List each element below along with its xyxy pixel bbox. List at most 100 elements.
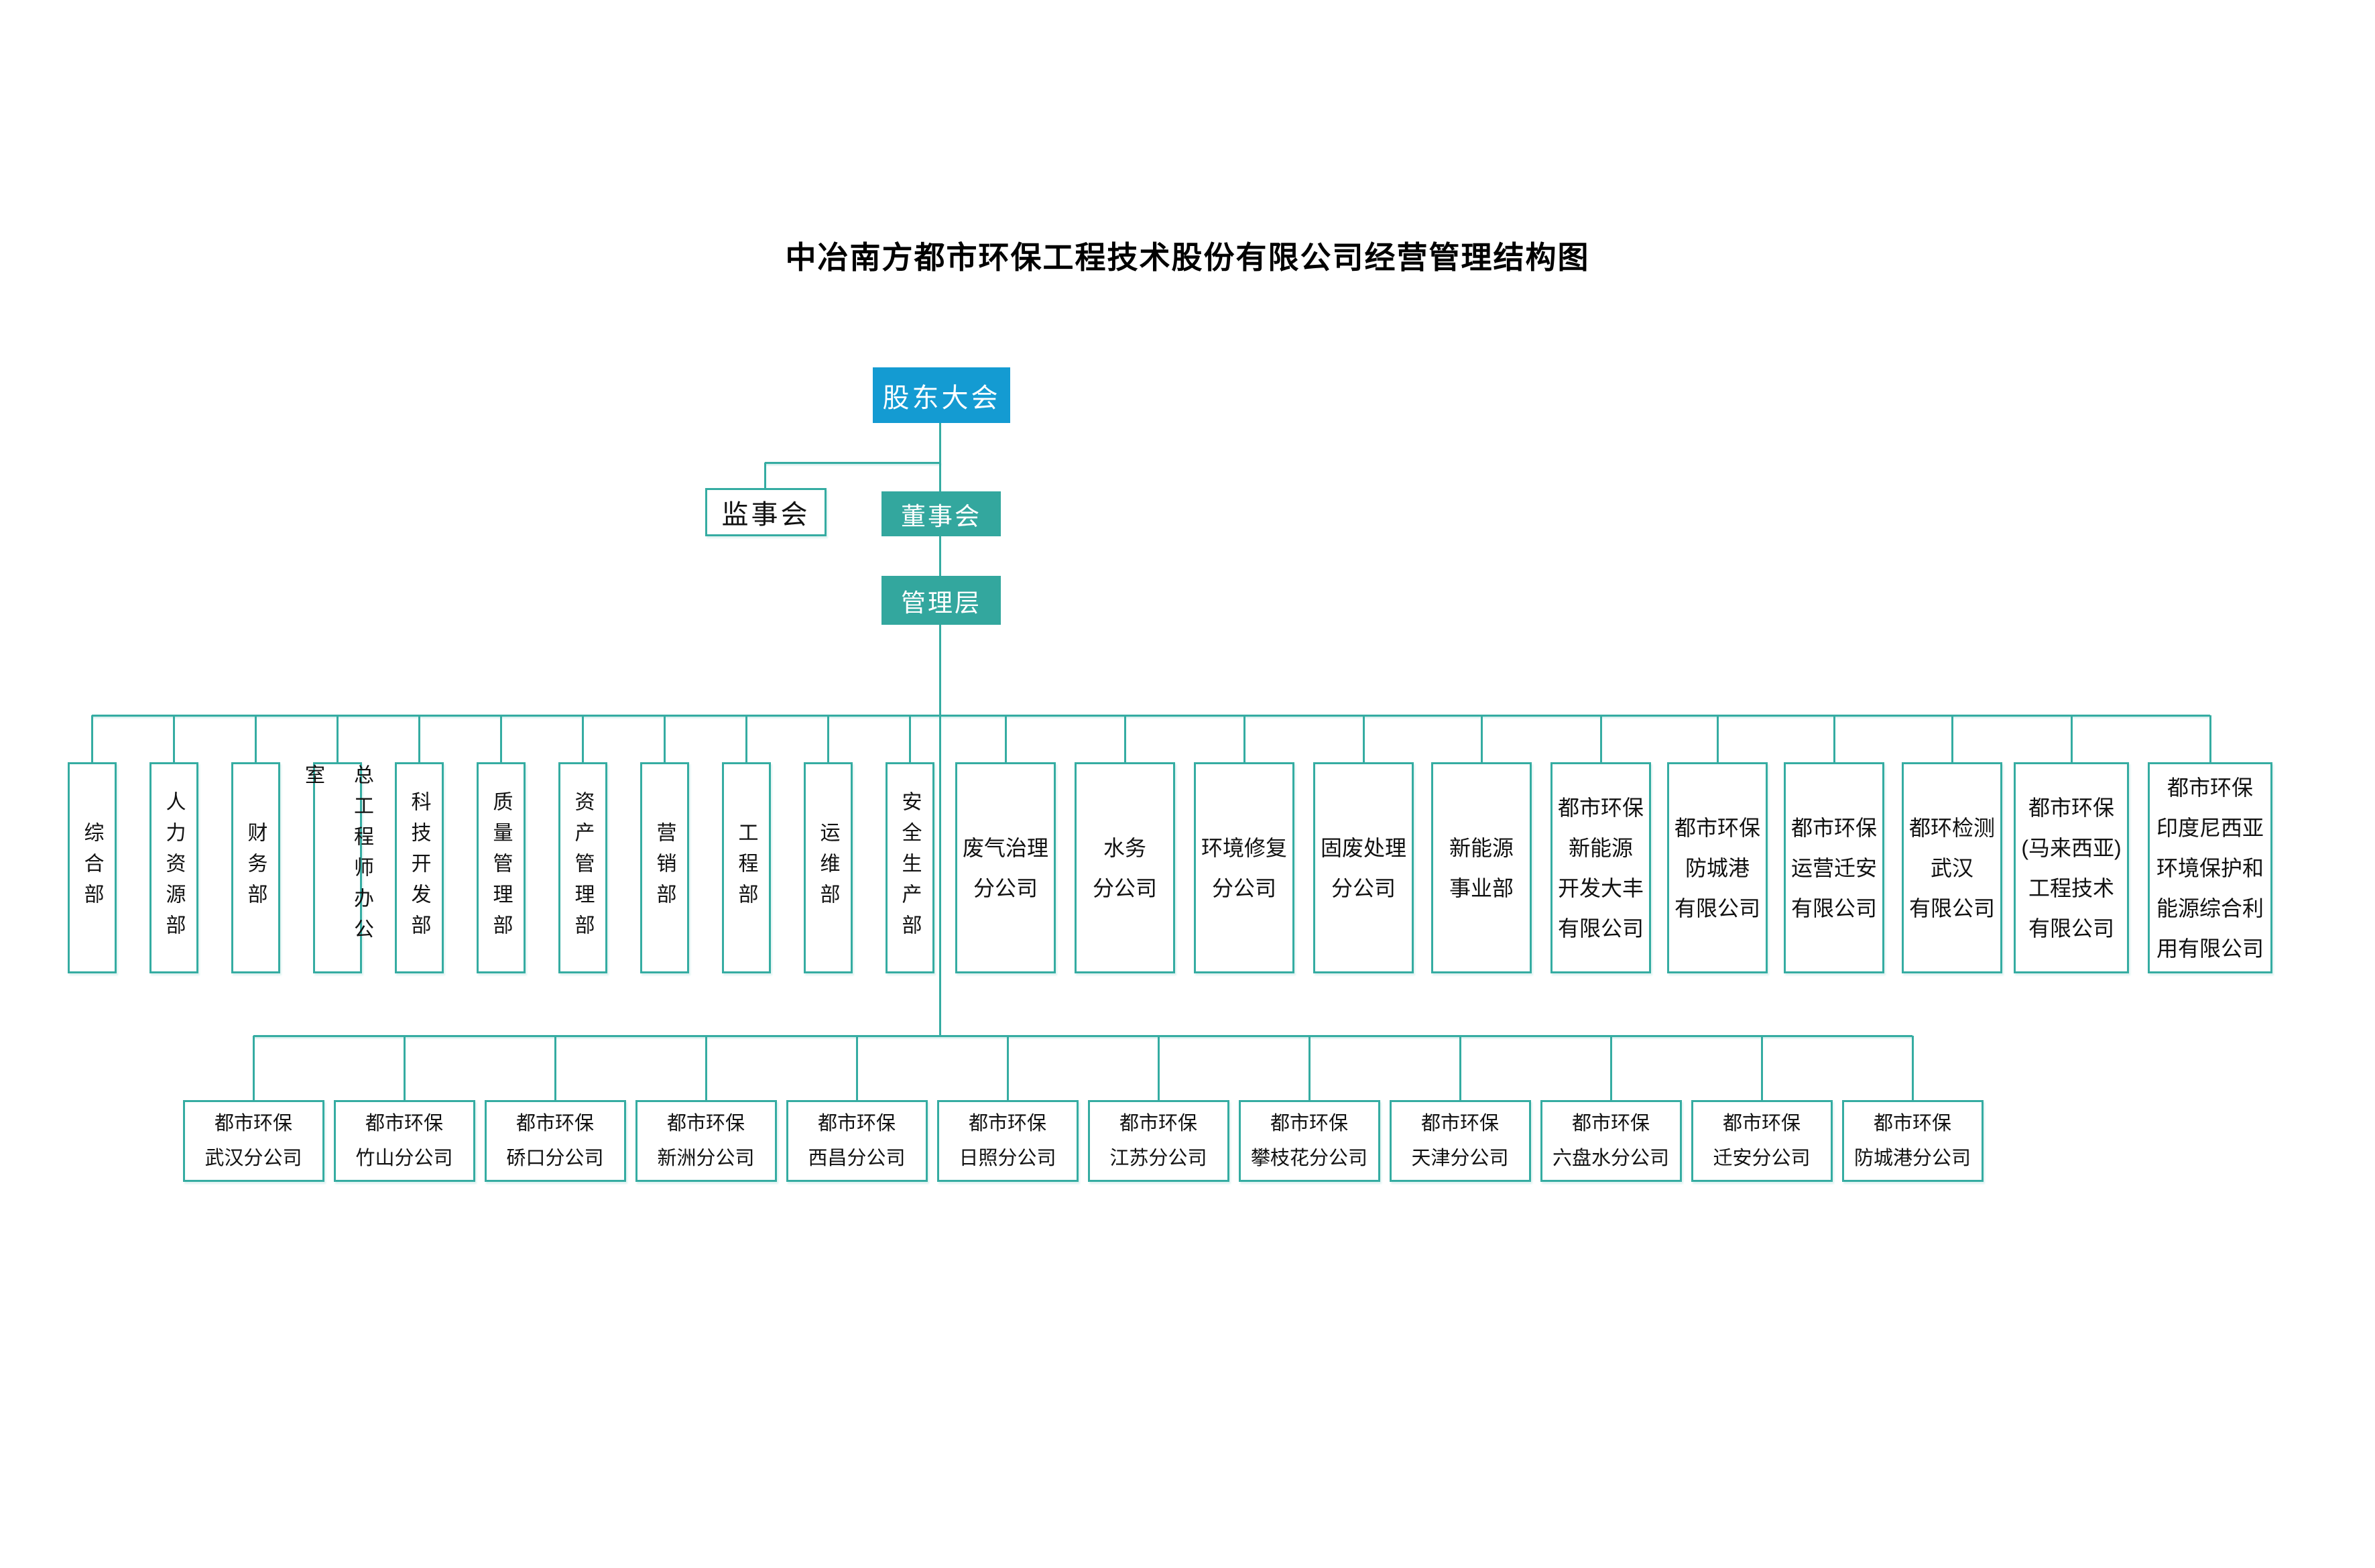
branch-box: 都市环保武汉分公司	[182, 1100, 324, 1182]
branch-label-line: 都市环保	[1270, 1113, 1348, 1134]
subsidiary-label: 废气治理分公司	[963, 828, 1048, 908]
department-box: 科技开发部	[394, 762, 444, 973]
subsidiary-label-line: 固废处理	[1320, 835, 1406, 860]
branch-label: 都市环保六盘水分公司	[1552, 1106, 1669, 1176]
department-label: 人力资源部	[162, 790, 185, 945]
branch-label-line: 都市环保	[1722, 1113, 1801, 1134]
subsidiary-label-line: 有限公司	[1790, 896, 1877, 920]
connector-department-drop	[663, 715, 666, 762]
branch-label: 都市环保天津分公司	[1411, 1106, 1508, 1176]
subsidiary-label-line: 用有限公司	[2156, 936, 2264, 961]
connector-board-to-management	[938, 536, 941, 576]
subsidiary-label-line: 有限公司	[1674, 896, 1760, 920]
connector-shareholders-to-board	[938, 423, 941, 491]
branch-label-line: 都市环保	[666, 1113, 745, 1134]
subsidiary-label-line: 都市环保	[1557, 795, 1644, 820]
branch-label: 都市环保西昌分公司	[808, 1106, 905, 1176]
branch-label-line: 迁安分公司	[1713, 1148, 1811, 1169]
subsidiary-label-line: 能源综合利	[2156, 896, 2264, 920]
department-box: 工程部	[721, 762, 771, 973]
chart-title: 中冶南方都市环保工程技术股份有限公司经营管理结构图	[785, 240, 1590, 275]
subsidiary-label-line: 都市环保	[1674, 815, 1760, 840]
department-box: 安全生产部	[885, 762, 934, 973]
subsidiary-label: 都市环保(马来西亚)工程技术有限公司	[2021, 788, 2121, 949]
subsidiary-label-line: 都市环保	[1790, 815, 1877, 840]
branch-label: 都市环保攀枝花分公司	[1251, 1106, 1367, 1176]
subsidiary-label-line: 印度尼西亚	[2156, 815, 2264, 840]
subsidiary-label-line: (马来西亚)	[2021, 835, 2122, 860]
department-box: 综合部	[67, 762, 117, 973]
subsidiary-label-line: 都市环保	[2028, 795, 2114, 820]
connector-department-drop	[827, 715, 829, 762]
subsidiary-label: 都环检测武汉有限公司	[1909, 808, 1995, 928]
branch-label-line: 都市环保	[1119, 1113, 1197, 1134]
branch-label-line: 西昌分公司	[808, 1148, 906, 1169]
subsidiary-label-line: 武汉	[1930, 855, 1973, 880]
branch-label-line: 江苏分公司	[1109, 1148, 1207, 1169]
branch-label-line: 防城港分公司	[1853, 1148, 1971, 1169]
department-box: 质量管理部	[476, 762, 526, 973]
connector-lower-rail	[253, 1034, 1912, 1037]
connector-department-drop	[745, 715, 747, 762]
subsidiary-box: 废气治理分公司	[955, 762, 1056, 973]
branch-label-line: 硚口分公司	[506, 1148, 604, 1169]
connector-branch-drop	[1006, 1036, 1009, 1100]
branch-label-line: 都市环保	[515, 1113, 594, 1134]
subsidiary-box: 都市环保(马来西亚)工程技术有限公司	[2014, 762, 2129, 973]
branch-label-line: 新洲分公司	[657, 1148, 755, 1169]
subsidiary-label-line: 分公司	[1331, 876, 1396, 900]
department-label: 科技开发部	[408, 790, 430, 945]
branch-box: 都市环保攀枝花分公司	[1238, 1100, 1380, 1182]
subsidiary-label-line: 环境修复	[1201, 835, 1287, 860]
management-layer-node: 管理层	[881, 576, 1001, 625]
connector-subsidiary-drop	[1243, 715, 1245, 762]
branch-box: 都市环保西昌分公司	[786, 1100, 928, 1182]
department-label: 安全生产部	[898, 790, 921, 945]
connector-subsidiary-drop	[1951, 715, 1953, 762]
connector-branch-drop	[855, 1036, 858, 1100]
branch-label: 都市环保硚口分公司	[506, 1106, 603, 1176]
subsidiary-label-line: 新能源	[1449, 835, 1514, 860]
connector-main-trunk	[938, 625, 941, 1036]
subsidiary-label: 环境修复分公司	[1201, 828, 1287, 908]
subsidiary-label-line: 废气治理	[962, 835, 1048, 860]
connector-subsidiary-drop	[1716, 715, 1719, 762]
branch-box: 都市环保新洲分公司	[635, 1100, 777, 1182]
branch-label-line: 都市环保	[1873, 1113, 1951, 1134]
department-box: 人力资源部	[149, 762, 198, 973]
subsidiary-label-line: 新能源	[1568, 835, 1633, 860]
branch-label-line: 日照分公司	[959, 1148, 1056, 1169]
branch-label: 都市环保迁安分公司	[1713, 1106, 1810, 1176]
subsidiary-label-line: 水务	[1103, 835, 1146, 860]
branch-label: 都市环保新洲分公司	[657, 1106, 754, 1176]
connector-branch-drop	[1459, 1036, 1461, 1100]
branch-box: 都市环保六盘水分公司	[1540, 1100, 1682, 1182]
subsidiary-box: 固废处理分公司	[1313, 762, 1414, 973]
connector-upper-rail	[92, 714, 2210, 717]
connector-branch-drop	[1157, 1036, 1160, 1100]
connector-department-drop	[336, 715, 339, 762]
branch-label-line: 都市环保	[817, 1113, 896, 1134]
connector-subsidiary-drop	[1480, 715, 1483, 762]
subsidiary-label: 水务分公司	[1093, 828, 1157, 908]
subsidiary-box: 环境修复分公司	[1194, 762, 1294, 973]
department-label: 运维部	[816, 821, 839, 914]
branch-box: 都市环保天津分公司	[1389, 1100, 1531, 1182]
department-label: 资产管理部	[571, 790, 594, 945]
branch-label-line: 都市环保	[214, 1113, 292, 1134]
connector-department-drop	[581, 715, 584, 762]
branch-box: 都市环保江苏分公司	[1087, 1100, 1229, 1182]
subsidiary-label-line: 工程技术	[2028, 876, 2114, 900]
subsidiary-label-line: 防城港	[1685, 855, 1750, 880]
subsidiary-box: 都市环保新能源开发大丰有限公司	[1550, 762, 1651, 973]
connector-department-drop	[90, 715, 93, 762]
subsidiary-label-line: 事业部	[1449, 876, 1514, 900]
branch-label: 都市环保江苏分公司	[1109, 1106, 1207, 1176]
branch-label: 都市环保武汉分公司	[204, 1106, 302, 1176]
connector-branch-drop	[1911, 1036, 1914, 1100]
connector-supervisory-drop	[764, 463, 766, 488]
connector-branch-drop	[554, 1036, 556, 1100]
department-box: 财务部	[231, 762, 280, 973]
branch-box: 都市环保日照分公司	[936, 1100, 1079, 1182]
branch-label: 都市环保日照分公司	[959, 1106, 1056, 1176]
